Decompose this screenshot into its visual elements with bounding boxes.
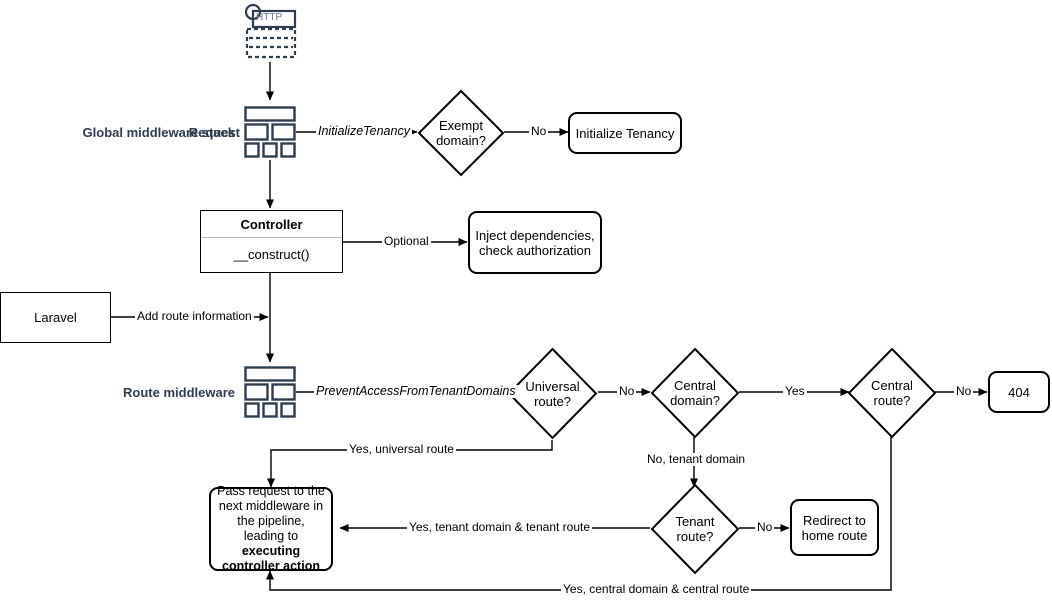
laravel-box[interactable]: Laravel bbox=[0, 292, 111, 343]
redirect-home-line2: home route bbox=[801, 527, 868, 543]
decision-central-route-label: Central route? bbox=[847, 347, 937, 439]
pass-request-box[interactable]: Pass request to the next middleware in t… bbox=[209, 484, 333, 573]
central-domain-line1: Central bbox=[674, 378, 716, 393]
pass-request-emphasis: executing controller action bbox=[222, 544, 320, 573]
tenant-route-line1: Tenant bbox=[675, 514, 715, 529]
inject-dependencies-box[interactable]: Inject dependencies, check authorization bbox=[468, 211, 602, 274]
central-domain-line2: domain? bbox=[670, 393, 720, 408]
side-label-global-middleware: Global middleware stack bbox=[82, 125, 235, 140]
edge-label-tenant-route-no: No bbox=[755, 520, 775, 534]
decision-central-domain[interactable]: Central domain? bbox=[650, 347, 740, 439]
edge-label-central-route-no: No bbox=[954, 384, 974, 398]
side-label-route-middleware: Route middleware bbox=[123, 385, 235, 400]
decision-universal-route[interactable]: Universal route? bbox=[507, 347, 598, 440]
decision-exempt-domain[interactable]: Exempt domain? bbox=[417, 89, 505, 177]
edge-label-universal-no: No bbox=[617, 384, 637, 398]
decision-central-domain-label: Central domain? bbox=[650, 347, 740, 439]
edge-label-optional: Optional bbox=[382, 234, 431, 248]
universal-route-line1: Universal bbox=[525, 378, 580, 394]
universal-route-line2: route? bbox=[534, 393, 571, 409]
edge-label-no-tenant-domain: No, tenant domain bbox=[645, 452, 748, 466]
laravel-label: Laravel bbox=[34, 310, 77, 325]
redirect-home-line1: Redirect to bbox=[803, 512, 866, 528]
route-middleware-stack-icon bbox=[244, 366, 296, 418]
not-found-box[interactable]: 404 bbox=[988, 371, 1050, 413]
decision-universal-route-label: Universal route? bbox=[507, 347, 598, 440]
global-middleware-stack-icon bbox=[244, 106, 296, 158]
edge-label-add-route-information: Add route information bbox=[135, 309, 254, 323]
not-found-label: 404 bbox=[1008, 384, 1030, 400]
pass-request-text: Pass request to the next middleware in t… bbox=[217, 484, 325, 543]
http-badge-label: HTTP bbox=[256, 12, 283, 23]
initialize-tenancy-label: Initialize Tenancy bbox=[575, 125, 675, 141]
controller-box[interactable]: Controller __construct() bbox=[200, 210, 343, 273]
decision-exempt-domain-label: Exempt domain? bbox=[417, 89, 505, 177]
central-route-line2: route? bbox=[873, 393, 911, 408]
initialize-tenancy-box[interactable]: Initialize Tenancy bbox=[568, 112, 682, 154]
inject-dependencies-line1: Inject dependencies, bbox=[475, 227, 595, 243]
edge-label-yes-tenant-domain-tenant-route: Yes, tenant domain & tenant route bbox=[407, 520, 593, 534]
controller-title: Controller bbox=[201, 211, 342, 238]
inject-dependencies-line2: check authorization bbox=[478, 242, 591, 258]
decision-tenant-route-label: Tenant route? bbox=[650, 483, 740, 575]
central-route-line1: Central bbox=[871, 378, 913, 393]
http-request-icon: HTTP bbox=[243, 3, 299, 61]
edge-label-prevent-access: PreventAccessFromTenantDomains bbox=[314, 384, 518, 398]
exempt-domain-line1: Exempt bbox=[438, 118, 484, 133]
redirect-home-box[interactable]: Redirect to home route bbox=[790, 499, 879, 556]
exempt-domain-line2: domain? bbox=[436, 133, 486, 148]
edge-label-exempt-no: No bbox=[529, 124, 549, 138]
tenant-route-line2: route? bbox=[676, 529, 714, 544]
edge-label-yes-central-domain-central-route: Yes, central domain & central route bbox=[561, 582, 752, 596]
edge-label-yes-universal-route: Yes, universal route bbox=[347, 442, 456, 456]
decision-tenant-route[interactable]: Tenant route? bbox=[650, 483, 740, 575]
side-label-request: Request bbox=[188, 125, 240, 140]
decision-central-route[interactable]: Central route? bbox=[847, 347, 937, 439]
controller-method: __construct() bbox=[233, 247, 310, 262]
edge-label-initialize-tenancy: InitializeTenancy bbox=[316, 124, 412, 138]
edge-label-central-domain-yes: Yes bbox=[783, 384, 807, 398]
